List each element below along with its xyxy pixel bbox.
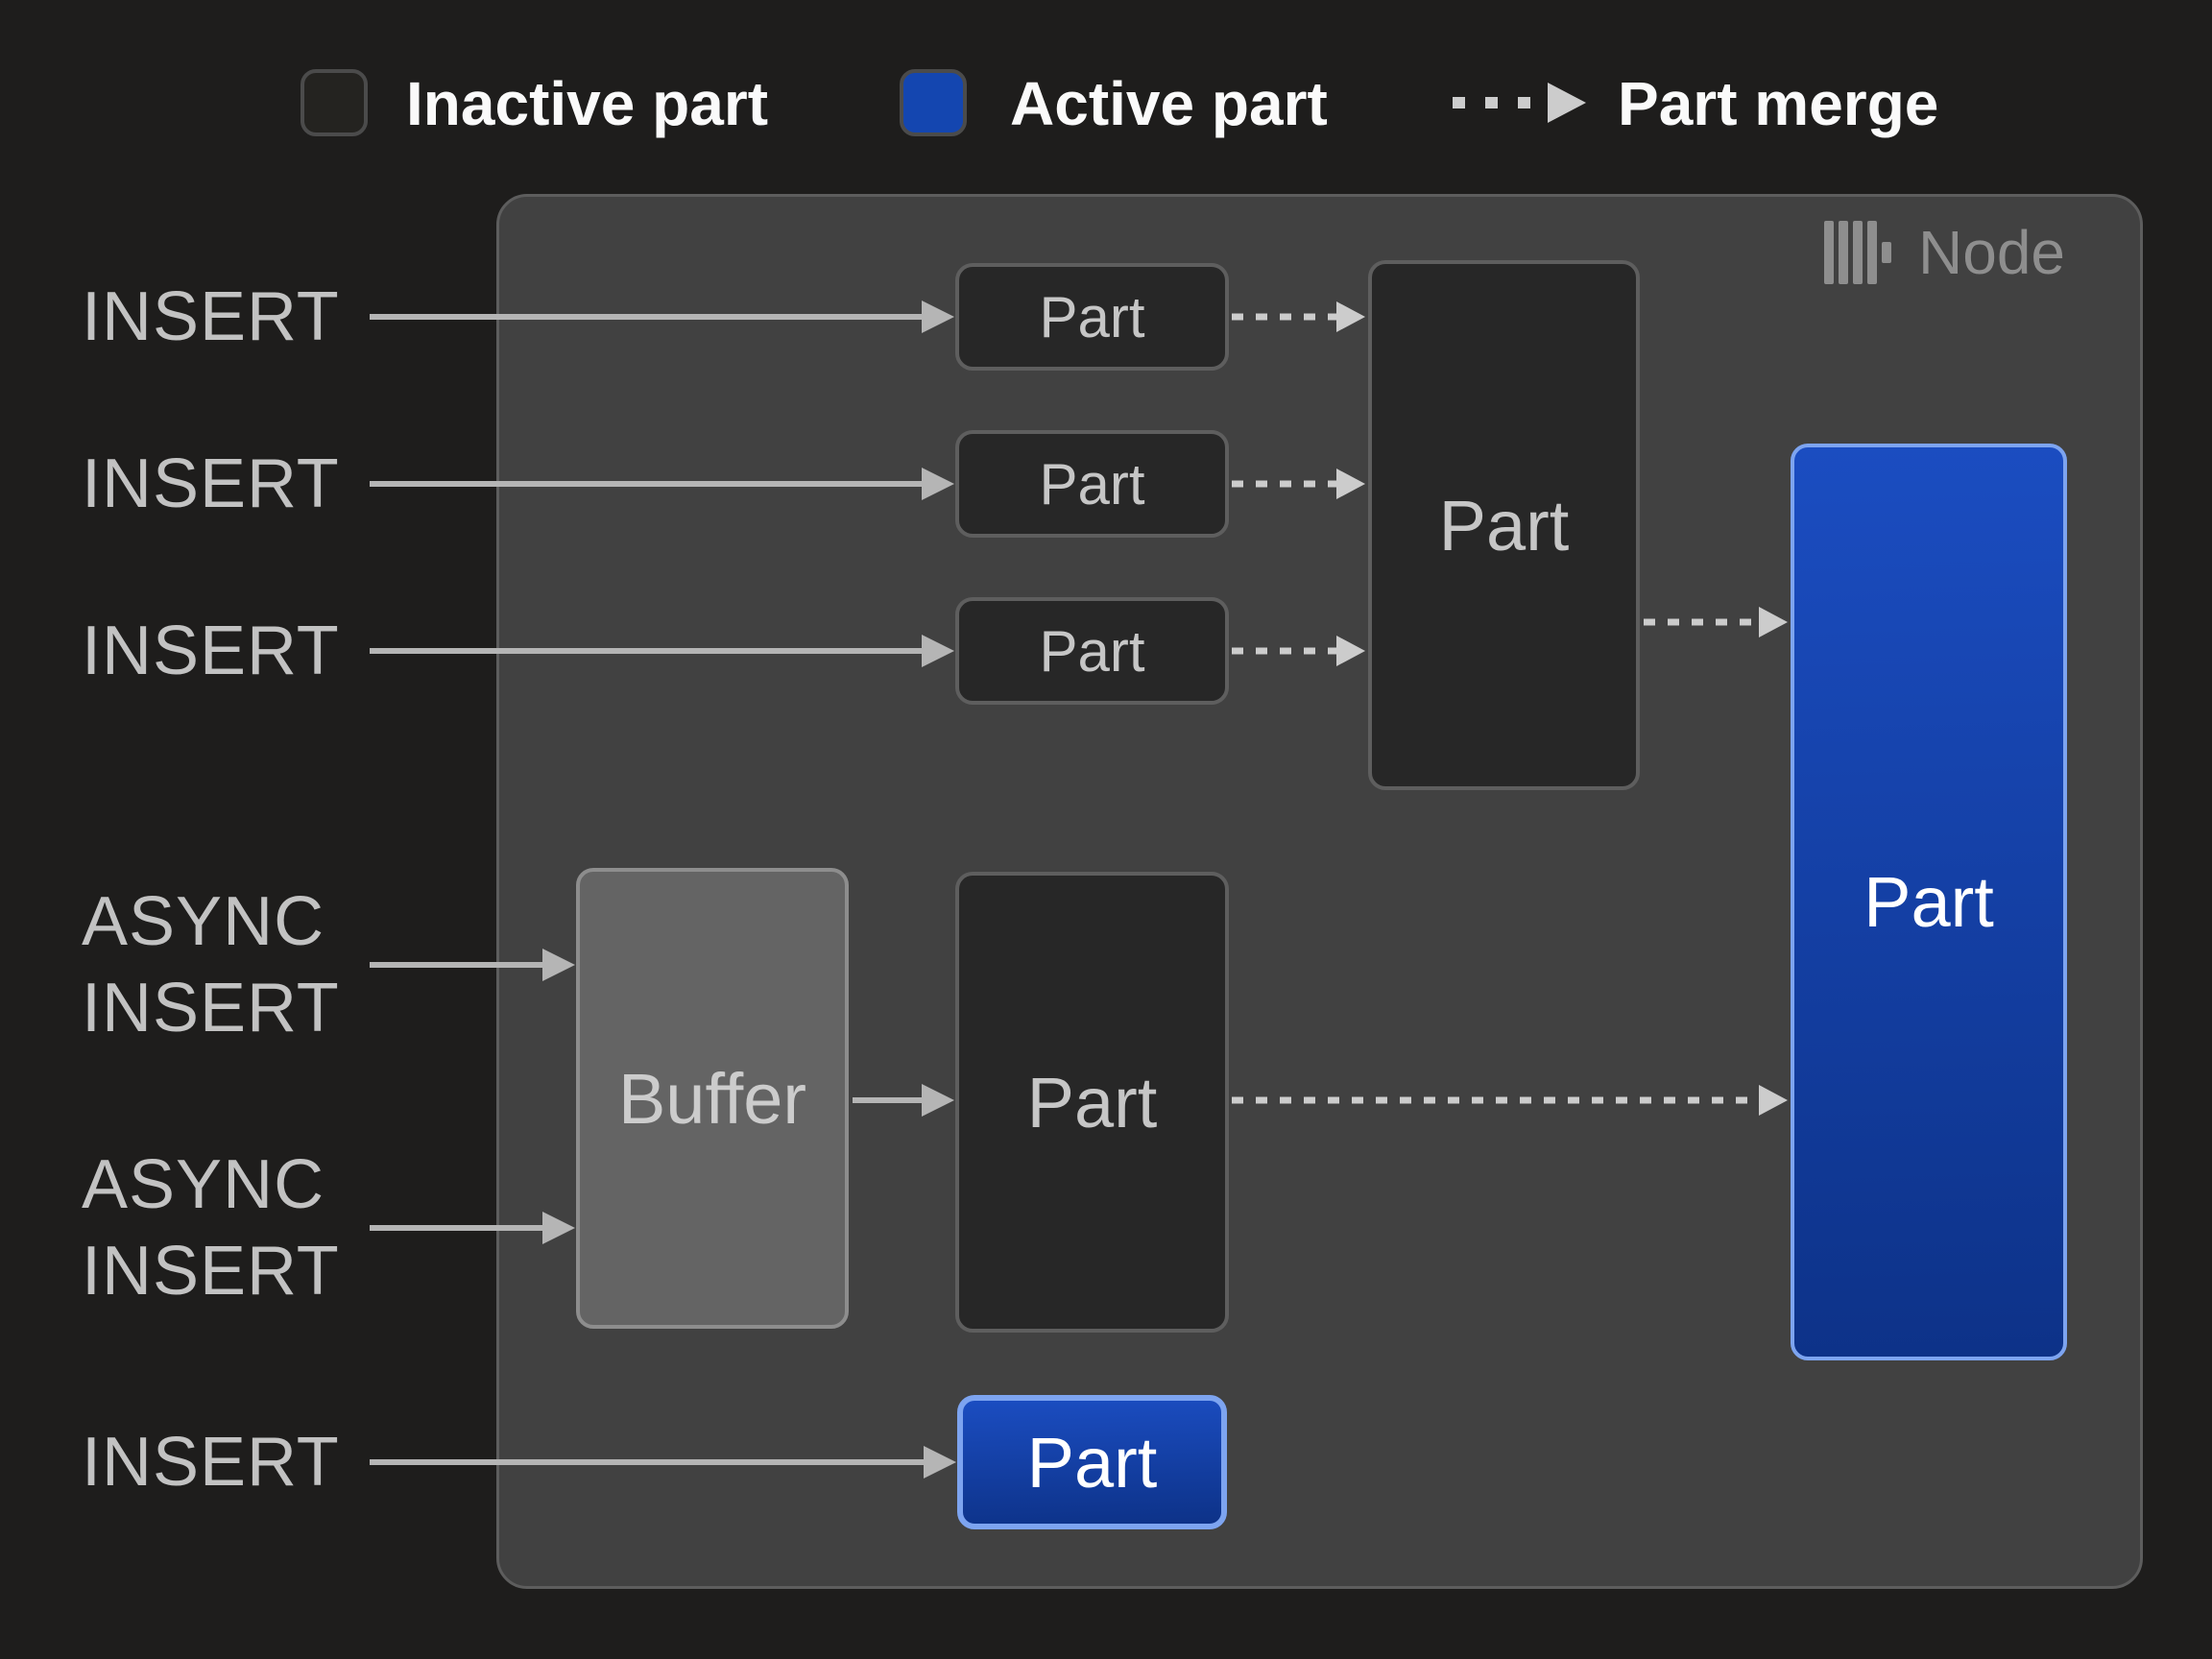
insert-label-bottom: INSERT xyxy=(82,1424,340,1501)
async-insert-2-line2: INSERT xyxy=(82,1233,340,1310)
legend-merge-arrow xyxy=(1453,83,1586,123)
async-insert-1-line2: INSERT xyxy=(82,970,340,1046)
insert-label-1: INSERT xyxy=(82,278,340,355)
async-insert-label-1: ASYNC INSERT xyxy=(82,878,340,1051)
merge-part-box: Part xyxy=(1368,260,1640,790)
insert-arrow-3 xyxy=(370,635,954,667)
insert-arrow-1 xyxy=(370,301,954,333)
part-box-1: Part xyxy=(955,263,1229,371)
async-insert-arrow-2 xyxy=(370,1212,575,1244)
legend-active-swatch xyxy=(900,69,967,136)
merge-arrow-part1 xyxy=(1232,301,1365,332)
buffer-to-part-arrow xyxy=(853,1084,954,1117)
merge-arrow-buffer-part-to-active xyxy=(1232,1085,1788,1116)
insert-arrow-bottom xyxy=(370,1446,956,1479)
merge-arrow-to-active xyxy=(1644,607,1788,637)
active-part-box-large: Part xyxy=(1791,444,2067,1360)
part-box-2: Part xyxy=(955,430,1229,538)
legend-merge-label: Part merge xyxy=(1618,69,1939,138)
async-insert-1-line1: ASYNC xyxy=(82,883,325,960)
clickhouse-logo-icon xyxy=(1824,221,1891,284)
insert-label-3: INSERT xyxy=(82,613,340,689)
merge-arrow-part2 xyxy=(1232,469,1365,499)
node-title-label: Node xyxy=(1918,218,2065,287)
async-insert-label-2: ASYNC INSERT xyxy=(82,1142,340,1314)
buffer-box: Buffer xyxy=(576,868,849,1329)
node-title: Node xyxy=(1824,218,2065,287)
insert-arrow-2 xyxy=(370,468,954,500)
async-insert-arrow-1 xyxy=(370,949,575,981)
merge-arrow-part3 xyxy=(1232,636,1365,666)
legend-inactive-swatch xyxy=(301,69,368,136)
active-part-box-bottom: Part xyxy=(957,1395,1227,1529)
buffer-part-box: Part xyxy=(955,872,1229,1333)
async-insert-2-line1: ASYNC xyxy=(82,1146,325,1223)
insert-label-2: INSERT xyxy=(82,445,340,522)
legend-active-label: Active part xyxy=(1010,69,1328,138)
legend-inactive-label: Inactive part xyxy=(406,69,769,138)
part-box-3: Part xyxy=(955,597,1229,705)
